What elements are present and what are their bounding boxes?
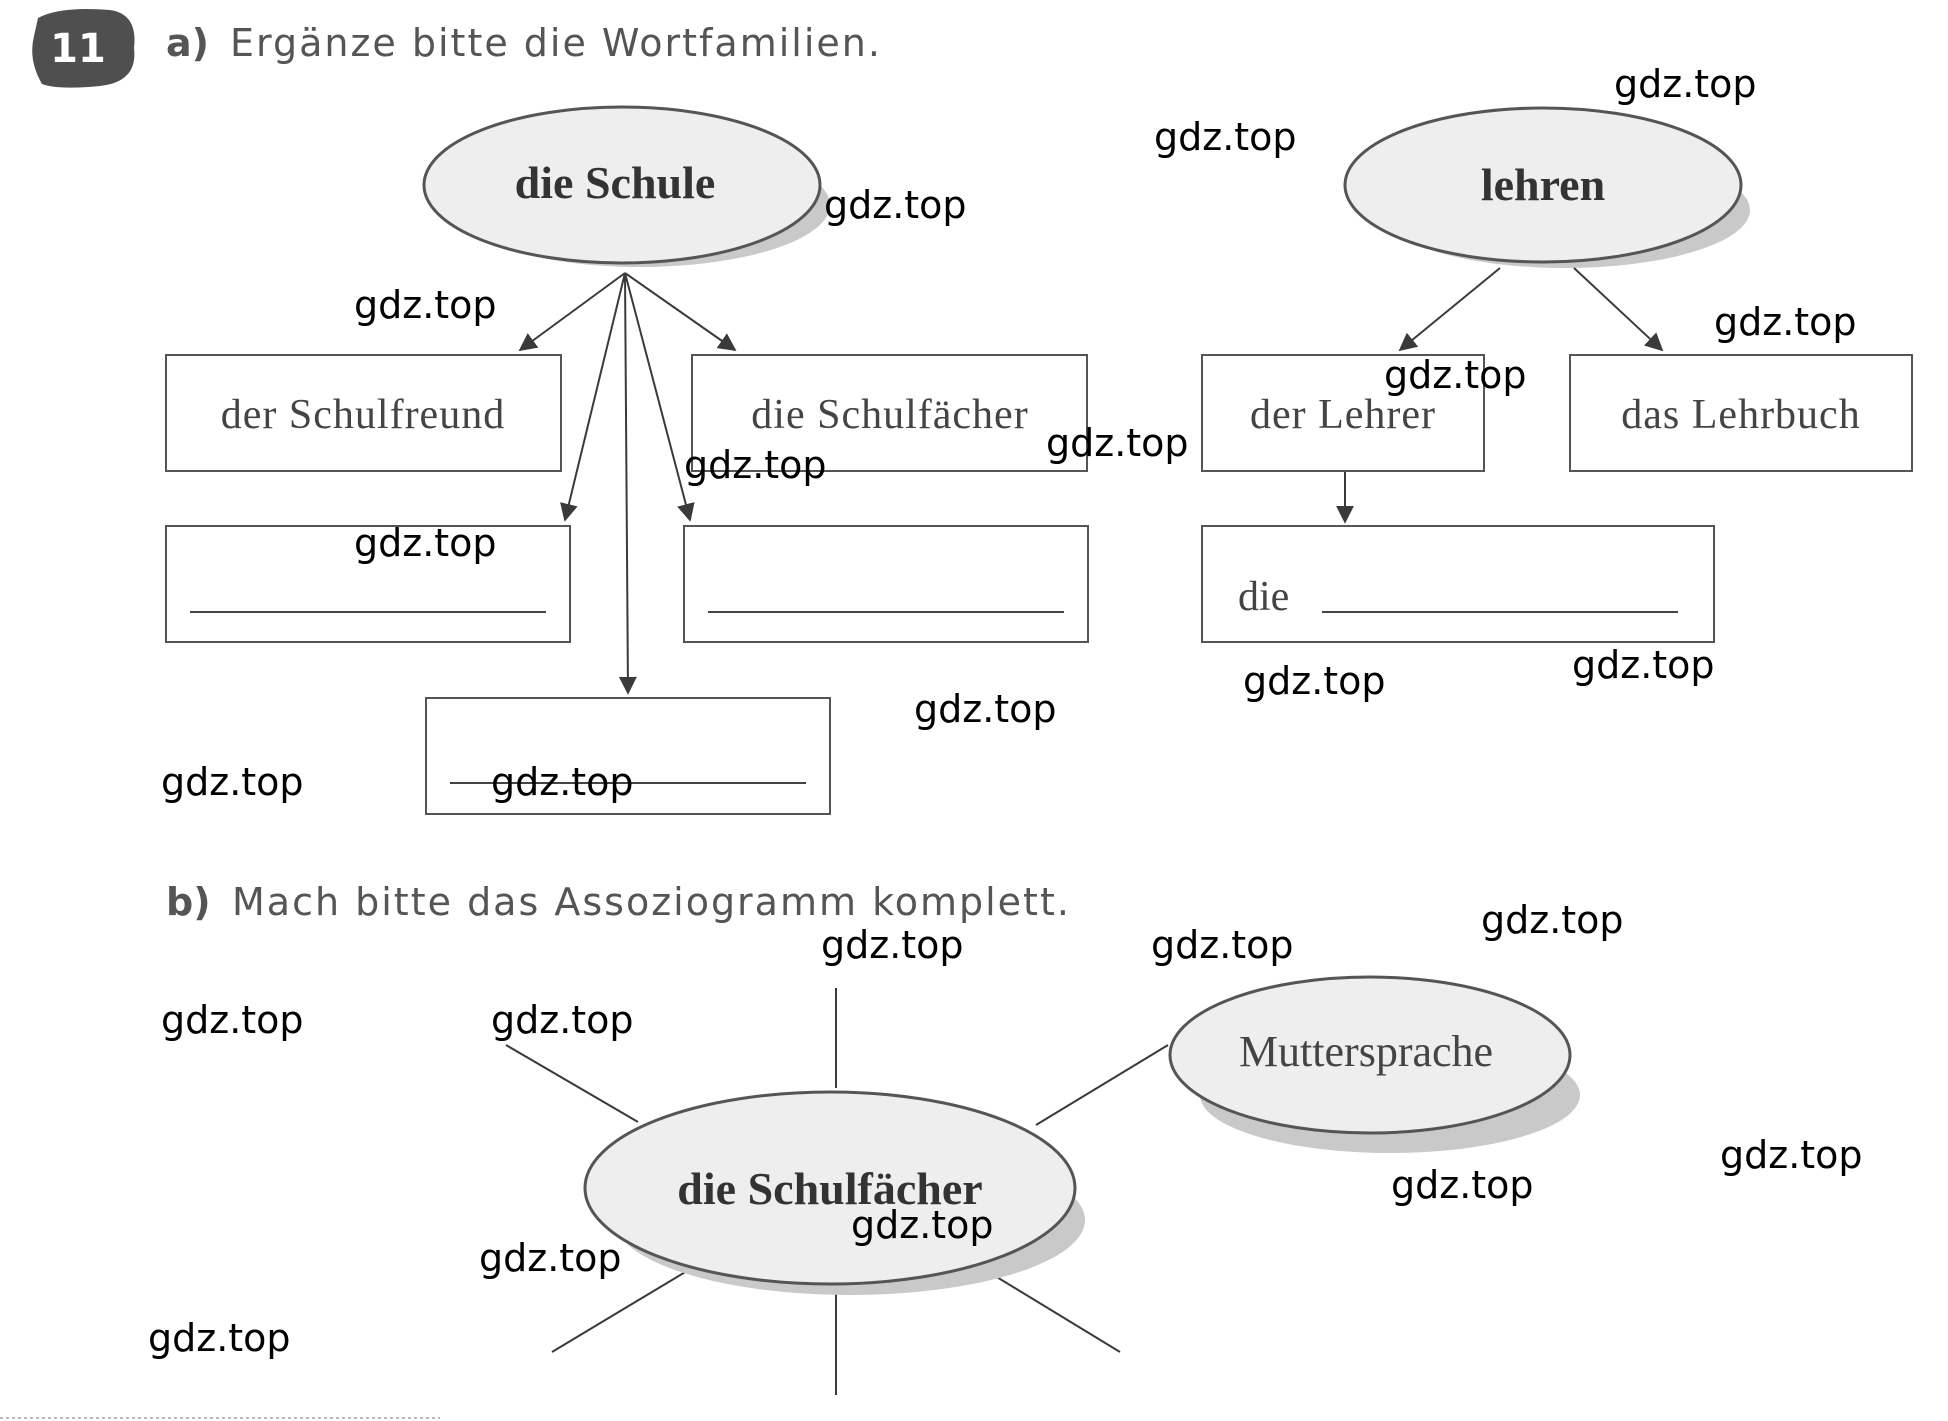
word-box-schulfaecher: die Schulfächer — [691, 354, 1088, 472]
watermark: gdz.top — [914, 687, 1057, 731]
root-label-schule: die Schule — [515, 157, 716, 208]
arrow-to-blank-left — [560, 272, 626, 522]
word-box-schulfreund: der Schulfreund — [165, 354, 562, 472]
arrow-to-schulfreund — [518, 272, 626, 352]
watermark: gdz.top — [1243, 659, 1386, 703]
watermark: gdz.top — [491, 760, 634, 804]
watermark: gdz.top — [1046, 421, 1189, 465]
watermark: gdz.top — [354, 521, 497, 565]
part-a-label: a) — [166, 21, 209, 65]
blank-box-schule-left[interactable] — [165, 525, 571, 643]
arrow-to-blank-right — [624, 272, 695, 522]
arrow-to-lehrbuch — [1573, 267, 1664, 352]
part-a-instruction: Ergänze bitte die Wortfamilien. — [230, 21, 882, 65]
part-b-label: b) — [166, 880, 211, 924]
watermark: gdz.top — [161, 998, 304, 1042]
assoziogramm-center-label: die Schulfächer — [677, 1163, 982, 1214]
word-box-lehrer: der Lehrer — [1201, 354, 1485, 472]
arrow-to-schulfaecher — [624, 272, 737, 352]
assoziogramm-center-ellipse: die Schulfächer — [583, 1090, 1085, 1295]
watermark: gdz.top — [684, 443, 827, 487]
watermark: gdz.top — [479, 1236, 622, 1280]
assoziogramm-spokes — [505, 988, 1169, 1395]
spoke-bottom-left — [551, 1267, 693, 1353]
blank-box-schule-right[interactable] — [683, 525, 1089, 643]
word-schulfaecher: die Schulfächer — [751, 392, 1028, 438]
word-schulfreund: der Schulfreund — [221, 392, 505, 438]
spoke-top-left — [505, 1044, 639, 1123]
part-b-instruction: Mach bitte das Assoziogramm komplett. — [232, 880, 1071, 924]
watermark: gdz.top — [1154, 115, 1297, 159]
watermark: gdz.top — [1572, 643, 1715, 687]
watermarks: gdz.top gdz.top gdz.top gdz.top gdz.top … — [148, 62, 1863, 1360]
blank-box-schule-bottom[interactable] — [425, 697, 831, 815]
word-lehrer: der Lehrer — [1250, 392, 1436, 438]
watermark: gdz.top — [1391, 1163, 1534, 1207]
watermark: gdz.top — [1714, 300, 1857, 344]
assoziogramm-item-ellipse: Muttersprache — [1168, 975, 1580, 1153]
root-label-lehren: lehren — [1481, 159, 1605, 210]
watermark: gdz.top — [821, 923, 964, 967]
watermark: gdz.top — [1614, 62, 1757, 106]
watermark: gdz.top — [1720, 1133, 1863, 1177]
watermark: gdz.top — [824, 183, 967, 227]
word-lehrbuch: das Lehrbuch — [1621, 392, 1860, 438]
watermark: gdz.top — [491, 998, 634, 1042]
word-box-lehrbuch: das Lehrbuch — [1569, 354, 1913, 472]
spoke-to-muttersprache — [1035, 1044, 1169, 1126]
root-ellipse-schule: die Schule — [422, 105, 830, 267]
watermark: gdz.top — [1151, 923, 1294, 967]
exercise-badge: 11 — [32, 9, 135, 88]
root-ellipse-lehren: lehren — [1343, 106, 1750, 268]
arrows-lehren — [1336, 267, 1664, 524]
arrow-to-lehrer — [1398, 267, 1501, 352]
watermark: gdz.top — [1481, 898, 1624, 942]
watermark: gdz.top — [148, 1316, 291, 1360]
blank-prefix-die: die — [1238, 574, 1289, 620]
spoke-bottom-right — [981, 1267, 1121, 1353]
assoziogramm-item-muttersprache: Muttersprache — [1239, 1027, 1493, 1076]
exercise-number: 11 — [50, 26, 106, 72]
arrow-to-blank-bottom — [618, 272, 637, 695]
arrows-schule — [518, 272, 737, 695]
blank-box-lehren[interactable]: die — [1201, 525, 1715, 643]
watermark: gdz.top — [851, 1203, 994, 1247]
watermark: gdz.top — [161, 760, 304, 804]
watermark: gdz.top — [1384, 353, 1527, 397]
watermark: gdz.top — [354, 283, 497, 327]
